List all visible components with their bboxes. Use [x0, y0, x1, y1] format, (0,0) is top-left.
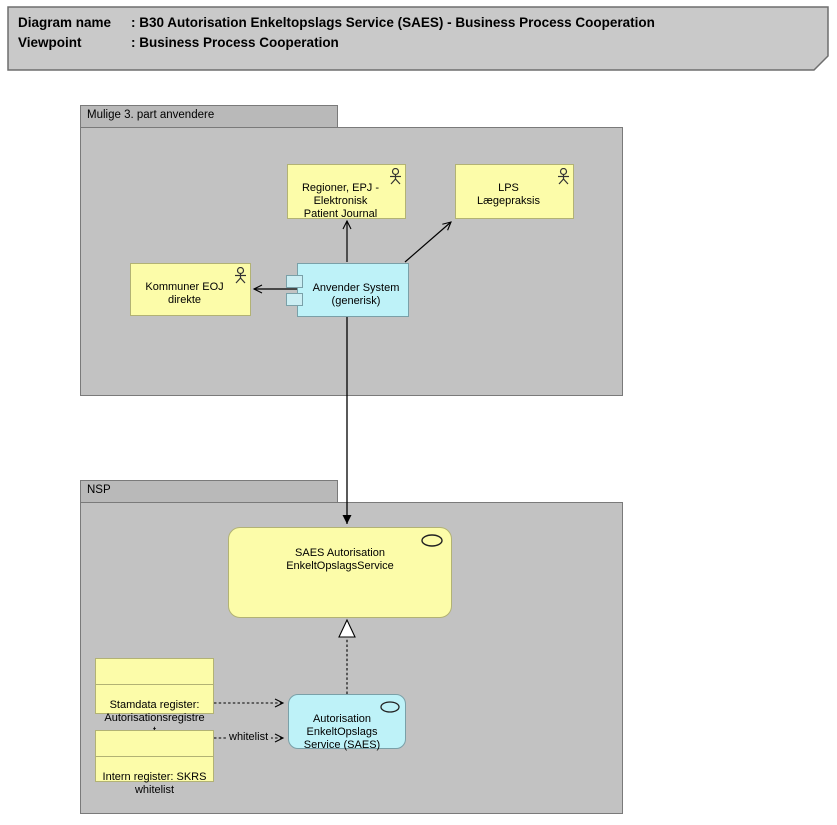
node-label: LPS Lægepraksis [477, 182, 540, 207]
node-saes-service[interactable]: SAES Autorisation EnkeltOpslagsService [228, 527, 452, 618]
node-intern-register[interactable]: Intern register: SKRS whitelist [95, 730, 214, 796]
node-label: SAES Autorisation EnkeltOpslagsService [286, 547, 394, 572]
service-icon [380, 701, 400, 713]
component-icon [286, 275, 303, 306]
title-label: Diagram name [18, 15, 112, 30]
service-icon [421, 534, 443, 547]
node-label: Regioner, EPJ - Elektronisk Patient Jour… [301, 182, 380, 220]
actor-icon [390, 168, 401, 185]
node-label: Autorisation EnkeltOpslags Service (SAES… [303, 713, 381, 751]
node-regioner-epj[interactable]: Regioner, EPJ - Elektronisk Patient Jour… [287, 164, 406, 220]
node-autorisation-service[interactable]: Autorisation EnkeltOpslags Service (SAES… [288, 694, 406, 751]
node-label: Intern register: SKRS whitelist [102, 771, 207, 796]
title-value: : B30 Autorisation Enkeltopslags Service… [131, 15, 655, 30]
diagram-title: Diagram name : B30 Autorisation Enkeltops… [18, 13, 655, 53]
node-label: Anvender System (generisk) [312, 282, 400, 307]
group-label: NSP [87, 484, 111, 496]
group-tab-third-party[interactable]: Mulige 3. part anvendere [80, 105, 338, 128]
node-kommuner-eoj[interactable]: Kommuner EOJ direkte [130, 263, 251, 316]
title-row-viewpoint: Viewpoint : Business Process Cooperation [18, 33, 655, 53]
title-value: : Business Process Cooperation [131, 35, 339, 50]
edge-label-whitelist: whitelist [226, 731, 272, 744]
title-label: Viewpoint [18, 35, 82, 50]
business-object-icon [96, 672, 213, 685]
actor-icon [235, 267, 246, 284]
business-object-icon [96, 744, 213, 757]
node-stamdata-register[interactable]: Stamdata register: Autorisationsregistre… [95, 658, 214, 737]
title-row-diagram-name: Diagram name : B30 Autorisation Enkeltops… [18, 13, 655, 33]
group-tab-nsp[interactable]: NSP [80, 480, 338, 503]
node-lps[interactable]: LPS Lægepraksis [455, 164, 574, 219]
node-label: Kommuner EOJ direkte [145, 281, 224, 306]
group-label: Mulige 3. part anvendere [87, 109, 215, 121]
actor-icon [558, 168, 569, 185]
node-anvender-system[interactable]: Anvender System (generisk) [286, 263, 409, 317]
